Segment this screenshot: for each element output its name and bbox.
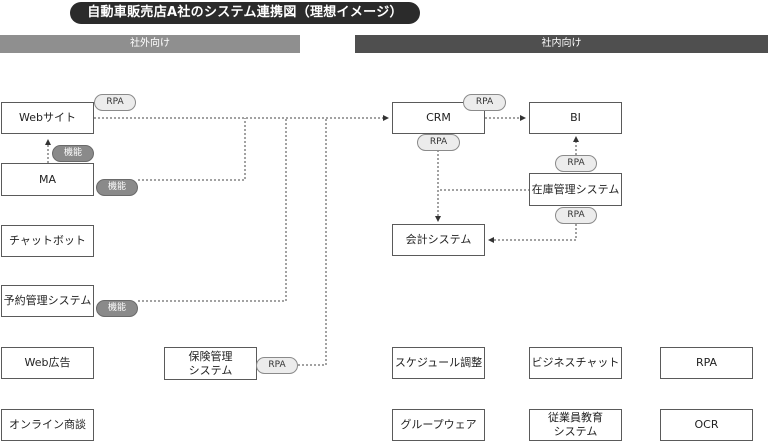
node-inventory-system: 在庫管理システム bbox=[529, 173, 622, 206]
edge-insurance-trunk bbox=[298, 118, 327, 366]
tag-rpa-website: RPA bbox=[94, 94, 136, 111]
node-schedule: スケジュール調整 bbox=[392, 347, 485, 379]
node-insurance-system: 保険管理 システム bbox=[164, 347, 257, 380]
diagram-title: 自動車販売店A社のシステム連携図（理想イメージ） bbox=[70, 2, 420, 24]
node-bi: BI bbox=[529, 102, 622, 134]
node-reservation-system: 予約管理システム bbox=[1, 285, 94, 317]
edge-reservation-trunk bbox=[138, 118, 287, 302]
tag-rpa-crm-down: RPA bbox=[417, 134, 460, 151]
node-ma: MA bbox=[1, 163, 94, 196]
node-accounting-system: 会計システム bbox=[392, 224, 485, 256]
node-business-chat: ビジネスチャット bbox=[529, 347, 622, 379]
node-employee-training: 従業員教育 システム bbox=[529, 409, 622, 441]
tag-rpa-crm-bi: RPA bbox=[463, 94, 506, 111]
tag-func-reservation: 機能 bbox=[96, 300, 138, 317]
tag-rpa-inventory-up: RPA bbox=[555, 155, 597, 172]
section-internal-header: 社内向け bbox=[355, 35, 768, 53]
tag-func-ma-up: 機能 bbox=[52, 145, 94, 162]
node-web-site: Webサイト bbox=[1, 102, 94, 134]
edge-ma-trunk bbox=[138, 118, 246, 181]
node-online-meeting: オンライン商談 bbox=[1, 409, 94, 441]
node-chatbot: チャットボット bbox=[1, 225, 94, 257]
tag-rpa-inventory-down: RPA bbox=[555, 207, 597, 224]
tag-func-ma: 機能 bbox=[96, 179, 138, 196]
edge-inventory-accounting-2 bbox=[488, 224, 577, 243]
node-groupware: グループウェア bbox=[392, 409, 485, 441]
tag-rpa-insurance: RPA bbox=[256, 357, 298, 374]
node-rpa: RPA bbox=[660, 347, 753, 379]
node-web-ads: Web広告 bbox=[1, 347, 94, 379]
node-ocr: OCR bbox=[660, 409, 753, 441]
section-external-header: 社外向け bbox=[0, 35, 300, 53]
